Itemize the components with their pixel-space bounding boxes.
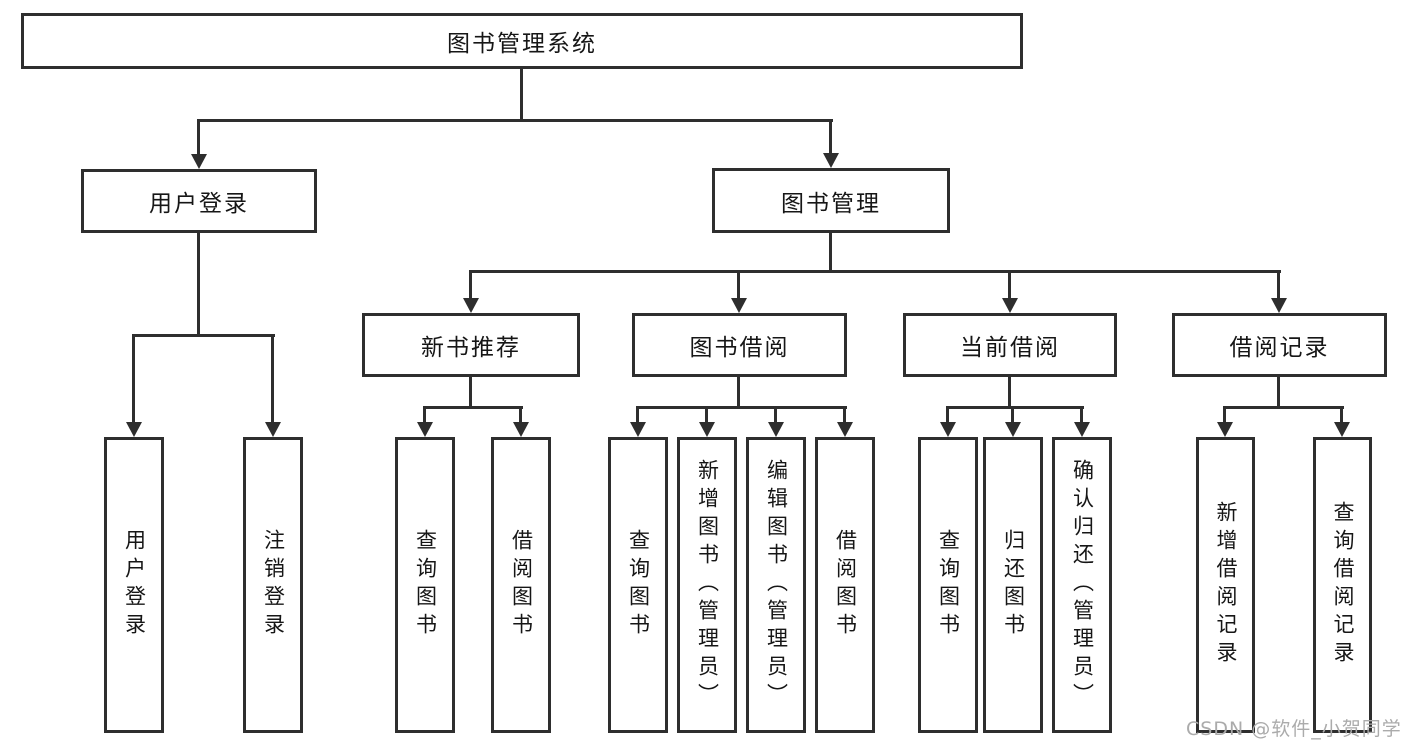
connector-stem-current [1008, 270, 1011, 298]
connector-records-split [1223, 406, 1344, 409]
connector-root-drop [520, 69, 523, 119]
leaf-borrowing-query: 查询图书 [608, 437, 668, 733]
node-library-system: 图书管理系统 [21, 13, 1023, 69]
connector-new-book-drop [469, 377, 472, 406]
arrow-down-icon [630, 422, 646, 437]
connector-new-book-split [423, 406, 523, 409]
connector-stem [423, 406, 426, 422]
connector-stem [705, 406, 708, 422]
connector-stem [774, 406, 777, 422]
connector-borrowing-drop [737, 377, 740, 406]
arrow-down-icon [768, 422, 784, 437]
node-borrow-records: 借阅记录 [1172, 313, 1387, 377]
node-user-login: 用户登录 [81, 169, 317, 233]
leaf-current-confirm: 确认归还（管理员） [1052, 437, 1112, 733]
connector-stem-new-book [469, 270, 472, 298]
arrow-down-icon [1074, 422, 1090, 437]
connector-stem [946, 406, 949, 422]
arrow-down-icon [731, 298, 747, 313]
connector-stem-borrowing [737, 270, 740, 298]
connector-records-drop [1277, 377, 1280, 406]
connector-stem-login [132, 334, 135, 422]
leaf-borrowing-add: 新增图书（管理员） [677, 437, 737, 733]
connector-current-split [946, 406, 1084, 409]
leaf-borrowing-edit: 编辑图书（管理员） [746, 437, 806, 733]
connector-borrowing-split [636, 406, 847, 409]
connector-stem-user-login [197, 119, 200, 154]
arrow-down-icon [191, 154, 207, 169]
leaf-user-login: 用户登录 [104, 437, 164, 733]
connector-user-login-split [132, 334, 275, 337]
leaf-newbook-borrow: 借阅图书 [491, 437, 551, 733]
arrow-down-icon [1334, 422, 1350, 437]
node-book-borrow: 图书借阅 [632, 313, 847, 377]
connector-stem [1223, 406, 1226, 422]
connector-stem [843, 406, 846, 422]
arrow-down-icon [417, 422, 433, 437]
arrow-down-icon [823, 153, 839, 168]
connector-root-split [197, 119, 833, 122]
node-current-borrow: 当前借阅 [903, 313, 1117, 377]
connector-stem-records [1277, 270, 1280, 298]
leaf-current-return: 归还图书 [983, 437, 1043, 733]
arrow-down-icon [1271, 298, 1287, 313]
connector-user-login-drop [197, 233, 200, 334]
connector-stem [1011, 406, 1014, 422]
connector-stem [1340, 406, 1343, 422]
arrow-down-icon [837, 422, 853, 437]
arrow-down-icon [1005, 422, 1021, 437]
leaf-records-add: 新增借阅记录 [1196, 437, 1255, 733]
node-book-mgmt: 图书管理 [712, 168, 950, 233]
arrow-down-icon [265, 422, 281, 437]
connector-stem-book-mgmt [829, 119, 832, 153]
connector-stem [1080, 406, 1083, 422]
arrow-down-icon [1002, 298, 1018, 313]
arrow-down-icon [1217, 422, 1233, 437]
leaf-current-query: 查询图书 [918, 437, 978, 733]
arrow-down-icon [463, 298, 479, 313]
connector-book-mgmt-split [469, 270, 1281, 273]
csdn-watermark: CSDN @软件_小贺同学 [1186, 718, 1402, 740]
arrow-down-icon [699, 422, 715, 437]
connector-book-mgmt-drop [829, 233, 832, 272]
connector-stem [519, 406, 522, 422]
connector-stem [636, 406, 639, 422]
leaf-newbook-query: 查询图书 [395, 437, 455, 733]
arrow-down-icon [513, 422, 529, 437]
connector-current-drop [1008, 377, 1011, 406]
leaf-records-query: 查询借阅记录 [1313, 437, 1372, 733]
arrow-down-icon [126, 422, 142, 437]
arrow-down-icon [940, 422, 956, 437]
leaf-borrowing-borrow: 借阅图书 [815, 437, 875, 733]
node-new-book-rec: 新书推荐 [362, 313, 580, 377]
connector-stem-logout [271, 334, 274, 422]
leaf-logout: 注销登录 [243, 437, 303, 733]
